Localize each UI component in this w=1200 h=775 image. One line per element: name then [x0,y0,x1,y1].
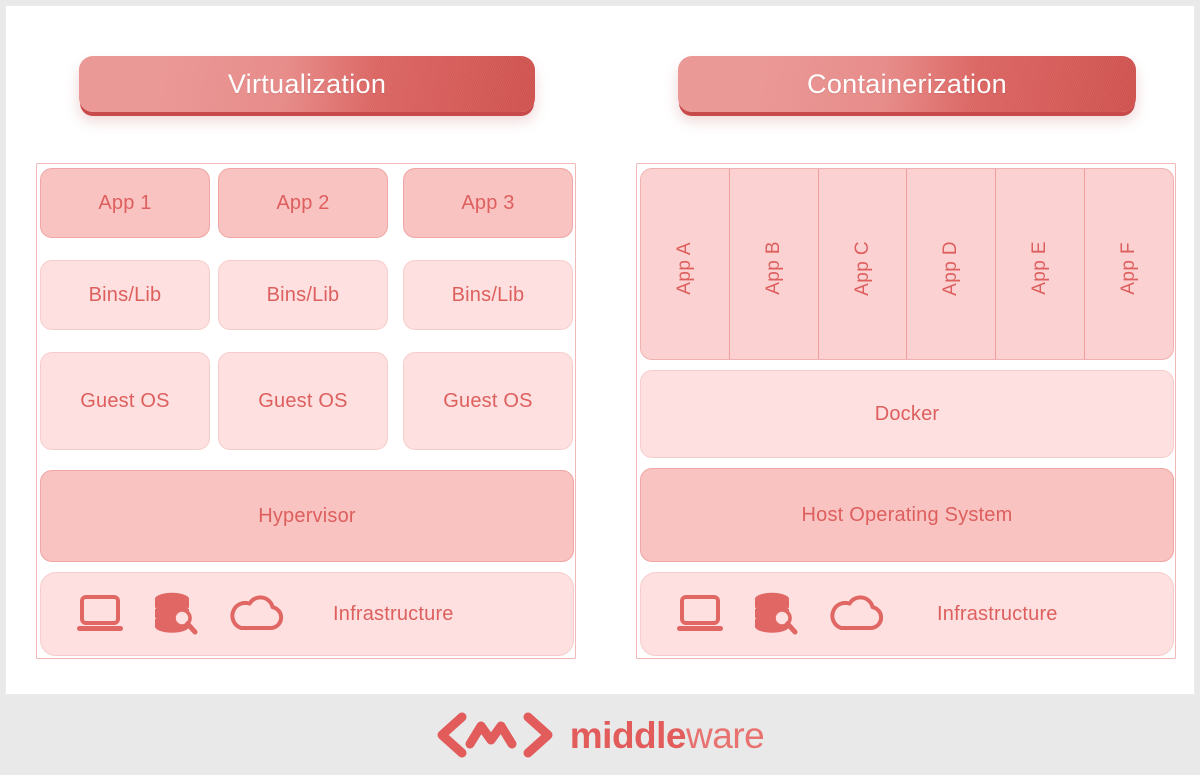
header-pill-containerization-label: Containerization [807,68,1007,99]
brand-wordmark-bold: middle [569,714,687,756]
laptop-icon [75,593,125,635]
vm-app-label-2: App 2 [276,191,330,214]
container-apps-strip: App A App B App C App D App E App F [640,168,1174,360]
footer: middleware [0,695,1200,775]
vm-infrastructure-icons [75,592,285,636]
vm-app-box-1: App 1 [40,168,210,238]
hypervisor-label: Hypervisor [258,504,356,527]
container-infrastructure-icons [675,592,885,636]
vm-guest-os-box-3: Guest OS [403,352,573,450]
database-search-icon [151,592,201,636]
container-app-cell-6: App F [1085,169,1173,359]
vm-bins-box-2: Bins/Lib [218,260,388,330]
vm-guest-os-label-2: Guest OS [258,389,348,412]
brand-wordmark: middleware [569,714,765,756]
vm-bins-label-3: Bins/Lib [451,283,525,306]
database-search-icon [751,592,801,636]
container-app-cell-5: App E [996,169,1086,359]
header-pill-virtualization-label: Virtualization [227,68,387,99]
docker-label: Docker [874,402,940,425]
container-app-label-1: App A [673,241,695,295]
laptop-icon [675,593,725,635]
header-pill-containerization: Containerization [678,56,1136,112]
container-app-label-2: App B [762,241,784,295]
container-app-label-4: App D [940,240,962,296]
container-app-label-6: App F [1118,241,1140,295]
brand-wordmark-thin: ware [686,714,765,756]
vm-bins-box-1: Bins/Lib [40,260,210,330]
hypervisor-box: Hypervisor [40,470,574,562]
docker-box: Docker [640,370,1174,458]
container-infrastructure-box: Infrastructure [640,572,1174,656]
vm-infrastructure-label: Infrastructure [333,602,454,625]
header-pill-virtualization: Virtualization [79,56,535,112]
vm-app-label-1: App 1 [98,191,152,214]
container-app-cell-2: App B [730,169,819,359]
host-os-label: Host Operating System [801,503,1013,526]
vm-app-box-2: App 2 [218,168,388,238]
middleware-logo: middleware [436,712,765,758]
container-app-cell-1: App A [641,169,730,359]
cloud-icon [227,594,285,634]
host-os-box: Host Operating System [640,468,1174,562]
vm-infrastructure-box: Infrastructure [40,572,574,656]
container-infrastructure-label: Infrastructure [937,602,1058,625]
container-app-label-3: App C [851,240,873,296]
containerization-stack: App A App B App C App D App E App F [636,163,1176,659]
virtualization-stack: App 1 App 2 App 3 Bins/Lib Bins/Lib Bins… [36,163,576,659]
middleware-chevron-logo-icon [436,712,554,758]
container-app-cell-4: App D [907,169,997,359]
vm-bins-label-1: Bins/Lib [88,283,162,306]
vm-app-label-3: App 3 [461,191,515,214]
container-app-label-5: App E [1029,241,1051,295]
cloud-icon [827,594,885,634]
vm-guest-os-label-3: Guest OS [443,389,533,412]
vm-app-box-3: App 3 [403,168,573,238]
vm-bins-box-3: Bins/Lib [403,260,573,330]
vm-guest-os-box-1: Guest OS [40,352,210,450]
container-app-cell-3: App C [819,169,908,359]
vm-guest-os-box-2: Guest OS [218,352,388,450]
vm-bins-label-2: Bins/Lib [266,283,340,306]
vm-guest-os-label-1: Guest OS [80,389,170,412]
diagram-card: Virtualization Containerization App 1 Ap… [5,5,1195,695]
